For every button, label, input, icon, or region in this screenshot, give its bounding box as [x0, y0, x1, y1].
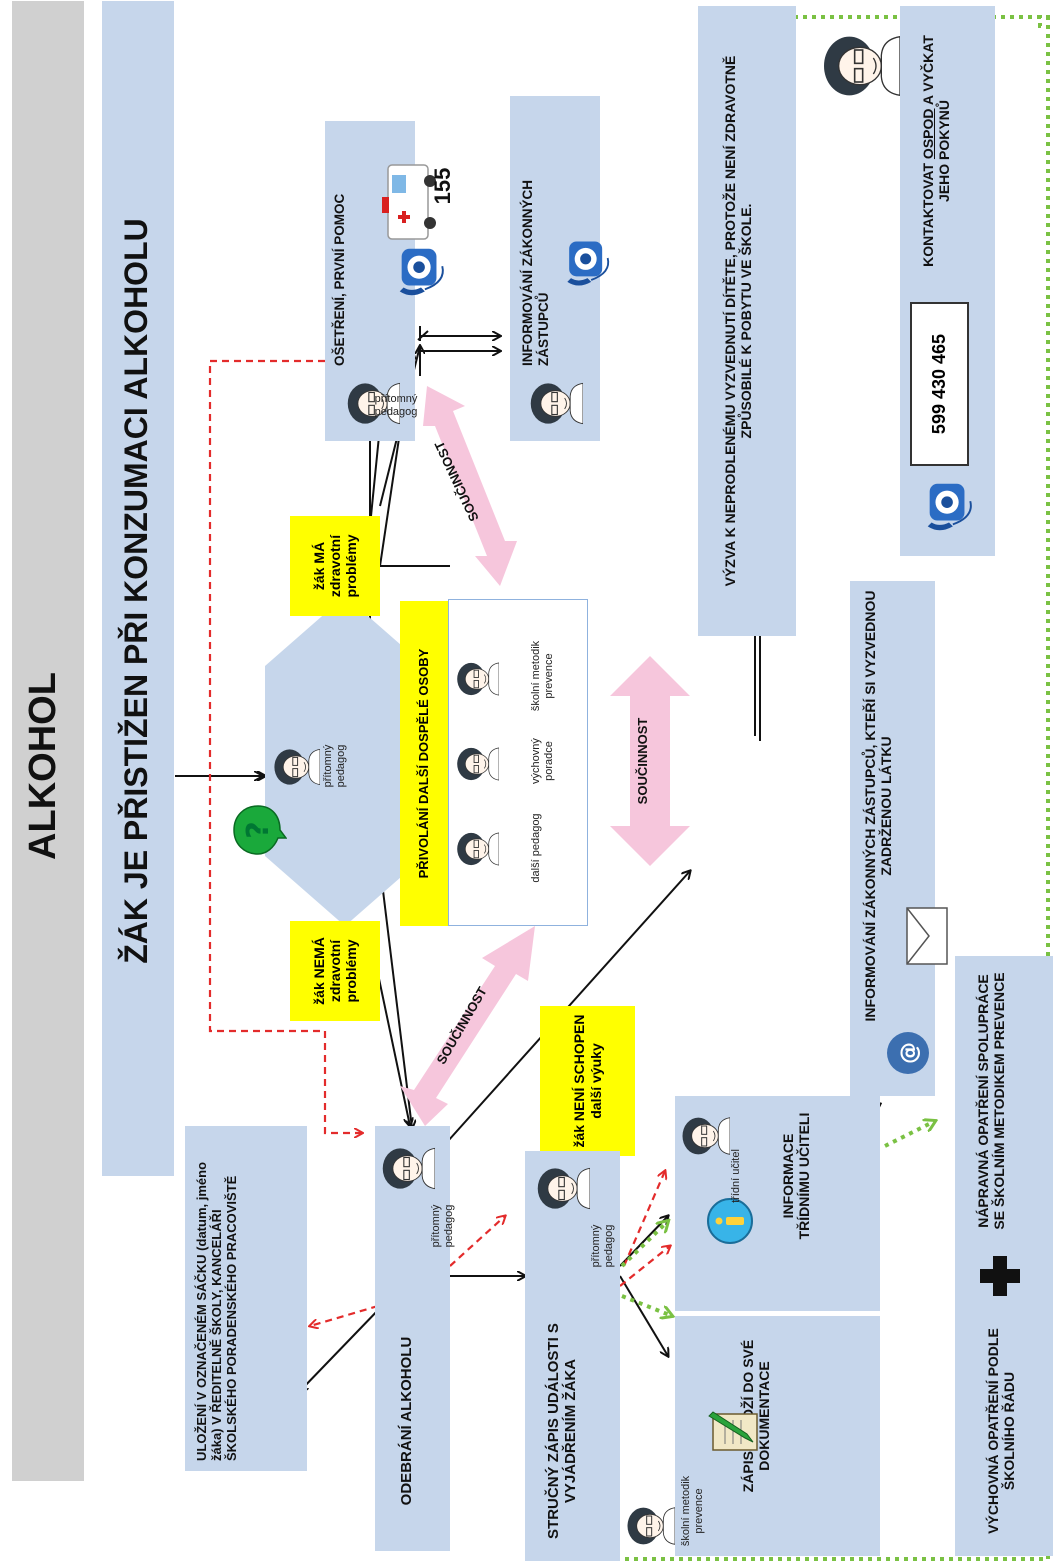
record-title: STRUČNÝ ZÁPIS UDÁLOSTI S VYJÁDŘENÍM ŽÁKA	[545, 1323, 580, 1539]
confiscate-teacher: přítomný pedagog	[430, 1204, 455, 1248]
person-icon	[535, 1161, 590, 1216]
cooperation-arrow	[610, 656, 690, 866]
person-label: školní metodik prevence	[530, 640, 555, 712]
ospod-text-underlined: OSPOD	[920, 108, 936, 160]
label-has-problems: žák MÁ zdravotní problémy	[290, 516, 380, 616]
header-text: ŽÁK JE PŘISTIŽEN PŘI KONZUMACI ALKOHOLU	[118, 218, 154, 964]
first-aid-teacher: přítomný pedagog	[374, 393, 418, 418]
remedial-text: NÁPRAVNÁ OPATŘENÍ SPOLUPRÁCE SE ŠKOLNÍM …	[975, 972, 1008, 1230]
cooperation-arrow	[423, 386, 517, 586]
educational-text: VÝCHOVNÁ OPATŘENÍ PODLE ŠKOLNÍHO ŘÁDU	[985, 1328, 1018, 1534]
store-text: ULOŽENÍ V OZNAČENÉM SÁČKU (datum, jméno …	[194, 1161, 239, 1461]
inform-guardians-title: INFORMOVÁNÍ ZÁKONNÝCH ZÁSTUPCŮ	[520, 180, 551, 366]
question-icon: ?	[233, 805, 287, 855]
person-label: další pedagog	[530, 813, 542, 883]
svg-text:@: @	[897, 1042, 922, 1064]
person-icon	[380, 1141, 435, 1196]
phone-icon	[560, 236, 615, 291]
phone-icon	[920, 478, 978, 536]
person-icon	[455, 742, 499, 786]
svg-text:?: ?	[241, 821, 276, 838]
file-record-person: školní metodik prevence	[680, 1475, 705, 1547]
phone-icon	[392, 243, 450, 301]
email-icon: @	[887, 1032, 929, 1074]
class-teacher-title: INFORMACE TŘÍDNÍMU UČITELI	[780, 1112, 813, 1240]
person-icon	[680, 1111, 730, 1161]
page-title: ALKOHOL	[22, 672, 64, 860]
plus-icon	[980, 1256, 1020, 1296]
class-teacher-person: třídní učitel	[730, 1149, 742, 1203]
center-hexagon	[265, 596, 425, 926]
center-teacher-label: přítomný pedagog	[322, 744, 347, 788]
cooperation-arrow	[400, 926, 535, 1126]
first-aid-phone: 155	[430, 167, 455, 205]
person-icon	[455, 657, 499, 701]
inform-pickup-text: INFORMOVÁNÍ ZÁKONNÝCH ZÁSTUPCŮ, KTEŘÍ SI…	[862, 590, 895, 1022]
person-icon	[820, 26, 900, 106]
person-label: výchovný poradce	[530, 738, 555, 784]
person-icon	[625, 1501, 675, 1551]
summon-title: PŘIVOLÁNÍ DALŠÍ DOSPĚLÉ OSOBY	[400, 601, 448, 926]
person-icon	[272, 743, 320, 791]
first-aid-title: OŠETŘENÍ, PRVNÍ POMOC	[332, 193, 347, 366]
notepad-icon	[708, 1411, 758, 1451]
envelope-icon	[906, 907, 948, 965]
person-icon	[455, 827, 499, 871]
cooperation-label: SOUČINNOST	[635, 717, 650, 805]
ospod-phone: 599 430 465	[910, 302, 969, 466]
ospod-text-before: KONTAKTOVAT	[920, 159, 936, 267]
confiscate-title: ODEBRÁNÍ ALKOHOLU	[398, 1336, 415, 1506]
person-icon	[528, 376, 583, 431]
record-teacher: přítomný pedagog	[590, 1224, 615, 1268]
info-icon	[707, 1198, 753, 1244]
ambulance-icon	[382, 164, 436, 240]
ospod-text: KONTAKTOVAT OSPOD A VYČKAT JEHO POKYNŮ	[920, 26, 952, 276]
label-no-problems: žák NEMÁ zdravotní problémy	[290, 921, 380, 1021]
label-not-able: žák NENÍ SCHOPEN další výuky	[540, 1006, 635, 1156]
pickup-text: VÝZVA K NEPRODLENÉMU VYZVEDNUTÍ DÍTĚTE, …	[722, 55, 755, 587]
